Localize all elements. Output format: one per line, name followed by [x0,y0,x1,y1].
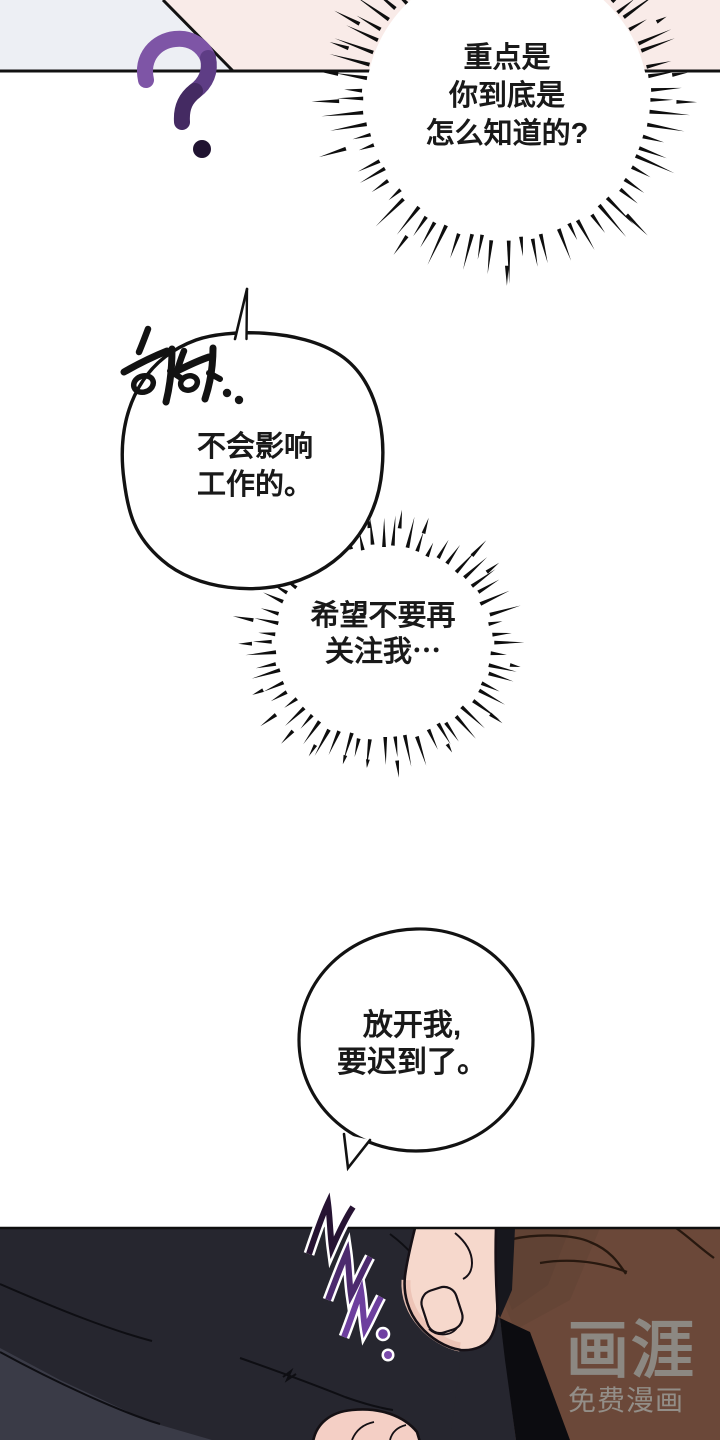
thought-blob [120,287,385,591]
fabric-fold-lines [0,1233,414,1425]
fingernail [420,1285,464,1335]
question-mark [137,30,217,158]
watermark-caption: 免费漫画 [568,1385,684,1416]
text-line: 重点是 [463,42,551,74]
speech-bubble-bottom [297,927,535,1172]
haha-dot [222,388,232,398]
question-mark-dot [193,140,211,158]
bottom-scene: 画涯 免费漫画 [0,1228,720,1440]
coat-fold-lines [512,1228,715,1275]
burst-bubble-mid-text: 希望不要再 关注我⋯ [310,598,455,670]
burst-bubble-top-text: 重点是 你到底是 怎么知道的? [426,39,589,153]
haha-handwriting [120,325,223,406]
text-line: 你到底是 [448,80,565,112]
text-line: 不会影响 [196,431,314,463]
tremble-marks [303,1183,395,1362]
text-line: 放开我, [362,1009,462,1042]
burst-bubble-top-body [366,0,648,237]
speech-bubble-bottom-text: 放开我, 要迟到了。 [337,1007,487,1081]
burst-bubble-top-ticks [311,0,698,286]
thought-blob-text: 不会影响 工作的。 [197,428,313,504]
watermark-logo: 画涯 [566,1316,696,1386]
text-line: 工作的。 [196,469,314,501]
coat-gap-shadow [500,1318,570,1440]
gripping-hand [401,1228,499,1352]
text-line: 关注我⋯ [324,636,442,668]
text-line: 要迟到了。 [337,1046,487,1079]
text-line: 怎么知道的? [425,118,589,150]
burst-bubble-mid-body [276,549,490,737]
haha-dot [234,395,244,405]
dark-fabric [0,1228,496,1440]
bottom-hand [312,1408,421,1440]
text-line: 希望不要再 [310,600,456,632]
dark-fabric-light [0,1348,212,1440]
